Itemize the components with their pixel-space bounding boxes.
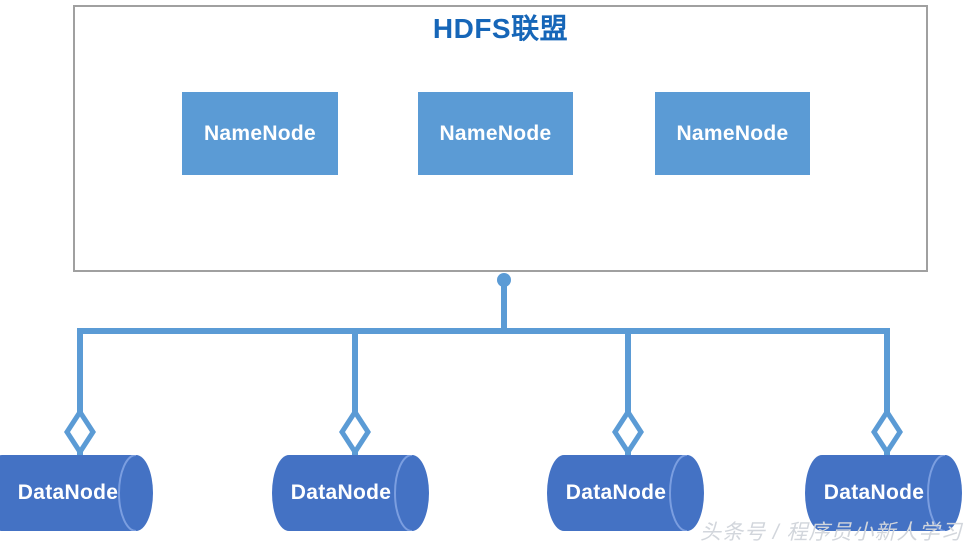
filled-circle-junction-icon: [497, 273, 511, 287]
namenode-box-2[interactable]: NameNode: [418, 92, 573, 175]
datanode-label-1: DataNode: [17, 481, 119, 504]
namenode-box-1[interactable]: NameNode: [182, 92, 338, 175]
hollow-diamond-aggregation-icon-1: [64, 407, 96, 457]
cylinder-shape-4: [805, 455, 962, 531]
cylinder-shape-1: [0, 455, 153, 531]
cylinder-shape-2: [272, 455, 429, 531]
namenode-label-1: NameNode: [203, 121, 317, 145]
hollow-diamond-aggregation-icon-3: [612, 407, 644, 457]
datanode-label-4: DataNode: [823, 481, 925, 504]
hollow-diamond-aggregation-icon-4: [871, 407, 903, 457]
namenode-box-3[interactable]: NameNode: [655, 92, 810, 175]
hollow-diamond-aggregation-icon-2: [339, 407, 371, 457]
datanode-cylinder-2[interactable]: DataNode: [272, 455, 444, 531]
datanode-cylinder-4[interactable]: DataNode: [805, 455, 977, 531]
datanode-label-3: DataNode: [565, 481, 667, 504]
datanode-label-2: DataNode: [290, 481, 392, 504]
datanode-cylinder-3[interactable]: DataNode: [547, 455, 719, 531]
page-title: HDFS联盟: [432, 13, 569, 44]
datanode-cylinder-1[interactable]: DataNode: [0, 455, 170, 531]
namenode-label-2: NameNode: [439, 121, 552, 145]
namenode-label-3: NameNode: [676, 121, 789, 145]
watermark-text: 头条号 / 程序员小新人学习: [700, 521, 963, 544]
cylinder-shape-3: [547, 455, 704, 531]
